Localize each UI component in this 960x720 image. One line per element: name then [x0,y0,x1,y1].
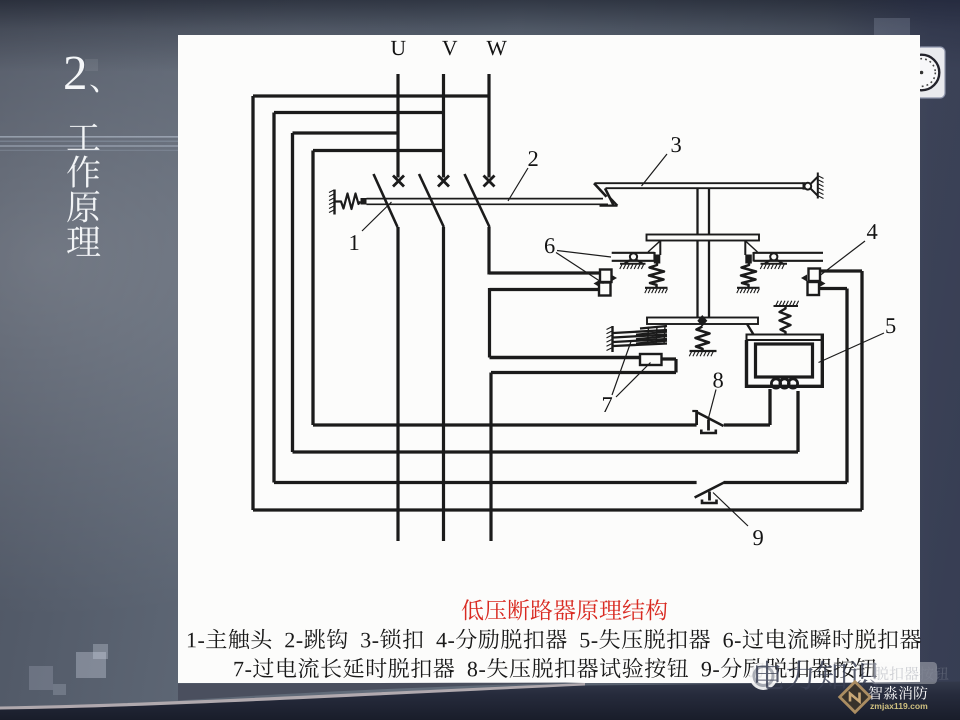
svg-text:zmjax119.com: zmjax119.com [870,701,928,711]
